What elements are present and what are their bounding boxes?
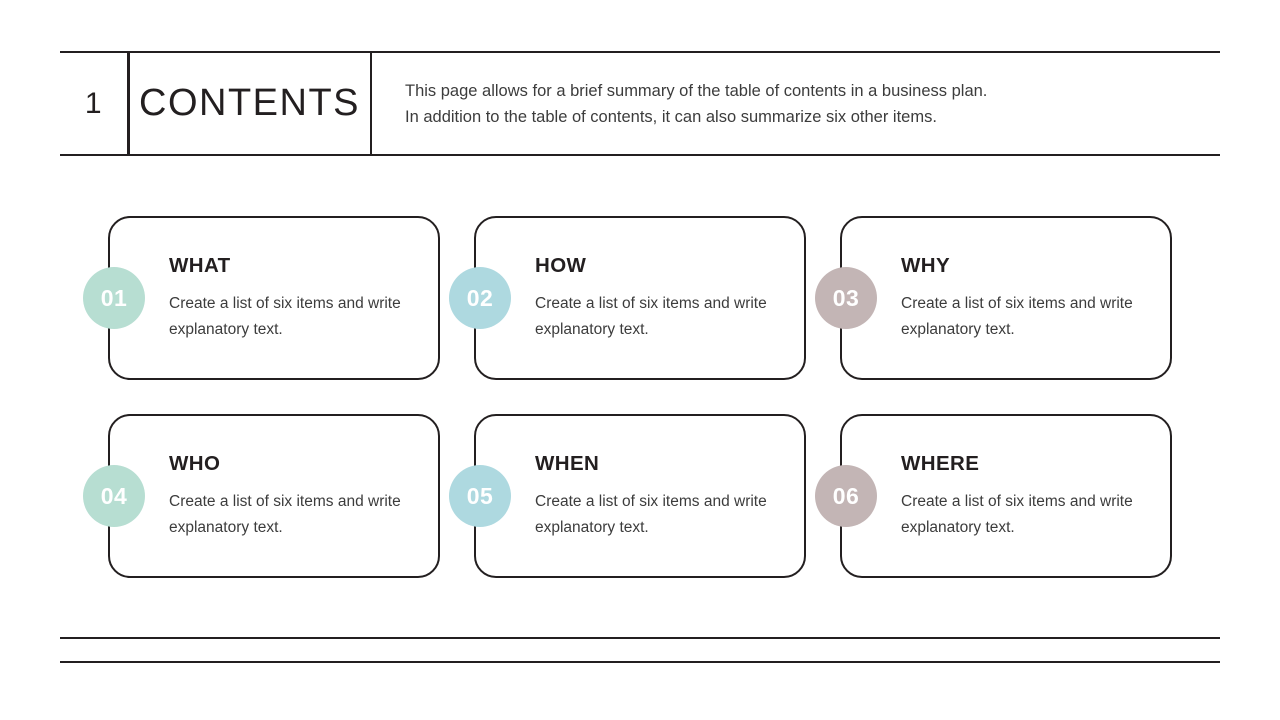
card-body-when: Create a list of six items and write exp…: [535, 492, 767, 536]
card-body-who: Create a list of six items and write exp…: [169, 492, 401, 536]
card-number-badge-01: 01: [83, 267, 145, 329]
card-title-who: WHO: [169, 451, 221, 475]
header-description-line-1: This page allows for a brief summary of …: [405, 81, 988, 100]
header-description: This page allows for a brief summary of …: [372, 53, 1220, 154]
card-number-badge-05: 05: [449, 465, 511, 527]
card-title-how: HOW: [535, 253, 587, 277]
card-number-badge-02: 02: [449, 267, 511, 329]
card-title-why: WHY: [901, 253, 951, 277]
footer-rule-lower: [60, 661, 1220, 663]
footer-rule-upper: [60, 637, 1220, 639]
slide-header: 1 CONTENTS This page allows for a brief …: [60, 51, 1220, 156]
card-number-badge-06: 06: [815, 465, 877, 527]
card-body-how: Create a list of six items and write exp…: [535, 294, 767, 338]
card-title-what: WHAT: [169, 253, 231, 277]
content-card-where[interactable]: 06 WHERE Create a list of six items and …: [815, 414, 1172, 578]
page-title: CONTENTS: [139, 82, 360, 124]
card-number-badge-03: 03: [815, 267, 877, 329]
header-divider-right: [369, 53, 372, 154]
header-divider-left: [127, 53, 130, 154]
card-title-where: WHERE: [901, 451, 980, 475]
content-card-what[interactable]: 01 WHAT Create a list of six items and w…: [83, 216, 440, 380]
slide-number: 1: [84, 86, 103, 120]
content-card-how[interactable]: 02 HOW Create a list of six items and wr…: [449, 216, 806, 380]
card-number-badge-04: 04: [83, 465, 145, 527]
card-body-where: Create a list of six items and write exp…: [901, 492, 1133, 536]
contents-card-grid: 01 WHAT Create a list of six items and w…: [83, 216, 1173, 578]
card-body-why: Create a list of six items and write exp…: [901, 294, 1133, 338]
card-body-what: Create a list of six items and write exp…: [169, 294, 401, 338]
header-description-line-2: In addition to the table of contents, it…: [405, 107, 937, 126]
content-card-who[interactable]: 04 WHO Create a list of six items and wr…: [83, 414, 440, 578]
card-title-when: WHEN: [535, 451, 600, 475]
content-card-when[interactable]: 05 WHEN Create a list of six items and w…: [449, 414, 806, 578]
content-card-why[interactable]: 03 WHY Create a list of six items and wr…: [815, 216, 1172, 380]
